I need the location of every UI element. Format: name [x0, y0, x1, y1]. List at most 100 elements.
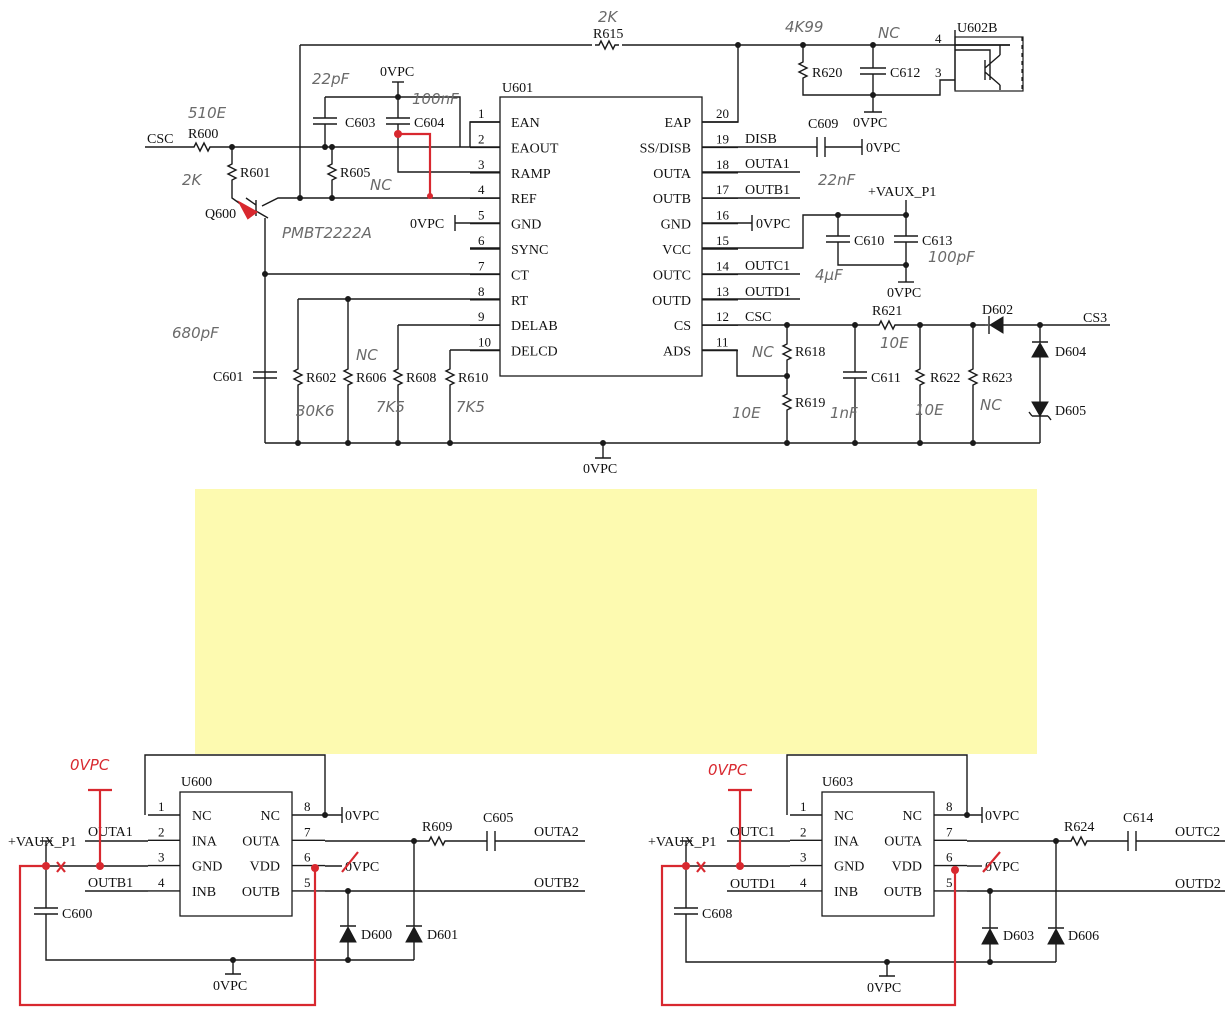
u601-pin-name-19: SS/DISB [640, 141, 691, 156]
u603-vaux: +VAUX_P1 [648, 835, 716, 850]
label-r605: R605 [340, 166, 370, 181]
u600-out-b: OUTB2 [534, 876, 579, 891]
label-r600: R600 [188, 127, 218, 142]
value-c611: 1nF [830, 404, 858, 422]
u603-pin-name-6: VDD [892, 860, 922, 875]
u601-pin-18: 18 [716, 157, 729, 172]
value-r600: 510E [188, 104, 227, 122]
label-ovpc-bottom: 0VPC [583, 462, 617, 477]
value-c610: 4µF [815, 266, 843, 284]
label-c609: C609 [808, 117, 838, 132]
label-c613: C613 [922, 234, 952, 249]
u601-pin-14: 14 [716, 258, 730, 273]
u600-r609: R609 [422, 820, 452, 835]
label-r622: R622 [930, 371, 960, 386]
label-r610: R610 [458, 371, 488, 386]
u600-pin-7: 7 [304, 824, 311, 839]
u600-ref: U600 [181, 775, 212, 790]
u601-pin-17: 17 [716, 182, 730, 197]
u601-pin-name-12: CS [674, 319, 691, 334]
u600-in-b: OUTB1 [88, 876, 133, 891]
u600-pin-name-7: OUTA [242, 834, 281, 849]
u603-out-b: OUTD2 [1175, 877, 1221, 892]
u603-pin-name-1: NC [834, 809, 853, 824]
u601-pin-7: 7 [478, 258, 485, 273]
u600-pin-name-1: NC [192, 809, 211, 824]
u601-pin-5: 5 [478, 208, 485, 223]
u603-c608: C608 [702, 907, 732, 922]
u603-pin-4: 4 [800, 875, 807, 890]
u600-pin-1: 1 [158, 799, 165, 814]
label-csc-in: CSC [147, 132, 173, 147]
u601-pin-name-20: EAP [665, 116, 692, 131]
u603-pin-3: 3 [800, 850, 807, 865]
u601-pin-name-10: DELCD [511, 345, 558, 360]
u601-pin-name-16: GND [661, 218, 691, 233]
u600-pin-2: 2 [158, 824, 165, 839]
label-ovpc-top: 0VPC [380, 65, 414, 80]
u601-pin-2: 2 [478, 131, 485, 146]
label-ovpc-16: 0VPC [756, 217, 790, 232]
value-r605: NC [370, 176, 392, 194]
u600-c605: C605 [483, 811, 513, 826]
label-c612: C612 [890, 66, 920, 81]
u601-pin-name-2: EAOUT [511, 141, 559, 156]
u601-pin-1: 1 [478, 106, 485, 121]
u601-pin-name-9: DELAB [511, 319, 558, 334]
value-c612: NC [878, 24, 900, 42]
u603-pin-5: 5 [946, 875, 953, 890]
u603-in-a: OUTC1 [730, 825, 775, 840]
u601-pin-name-17: OUTB [653, 192, 691, 207]
u601-pin-13: 13 [716, 284, 729, 299]
label-ovpc-c610: 0VPC [887, 286, 921, 301]
u601-pin-8: 8 [478, 284, 485, 299]
u600-c600: C600 [62, 907, 92, 922]
u603-pin-name-8: NC [903, 809, 922, 824]
u601-pin-15: 15 [716, 233, 729, 248]
u601-pin-name-18: OUTA [653, 167, 692, 182]
value-r615: 2K [598, 8, 619, 26]
u601-pin-11: 11 [716, 335, 729, 350]
label-c611: C611 [871, 371, 901, 386]
u600-pin-name-5: OUTB [242, 885, 280, 900]
label-r619: R619 [795, 396, 825, 411]
value-c613: 100pF [928, 248, 975, 266]
label-csc-cs: CSC [745, 310, 771, 325]
value-r618: NC [752, 343, 774, 361]
u603-ovpc-vdd: 0VPC [985, 860, 1019, 875]
u603-pin-name-2: INA [834, 834, 860, 849]
label-outd1: OUTD1 [745, 285, 791, 300]
u603-pin-7: 7 [946, 824, 953, 839]
u603-in-b: OUTD1 [730, 877, 776, 892]
u601-pin-name-13: OUTD [652, 294, 691, 309]
u600-pin-name-2: INA [192, 834, 218, 849]
u601-pin-16: 16 [716, 208, 730, 223]
u603-d603: D603 [1003, 929, 1034, 944]
u603-r624: R624 [1064, 820, 1094, 835]
u601-pin-name-15: VCC [662, 243, 691, 258]
label-r602: R602 [306, 371, 336, 386]
u601-ref: U601 [502, 81, 533, 96]
u600-pin-name-8: NC [261, 809, 280, 824]
label-vaux-top: +VAUX_P1 [868, 185, 936, 200]
label-r623: R623 [982, 371, 1012, 386]
u601-pin-name-7: CT [511, 268, 529, 283]
label-d605: D605 [1055, 404, 1086, 419]
value-r621: 10E [880, 334, 909, 352]
value-r622: 10E [915, 401, 944, 419]
u601-pin-name-3: RAMP [511, 167, 551, 182]
label-outc1: OUTC1 [745, 259, 790, 274]
label-r615: R615 [593, 27, 623, 42]
u600-ovpc-vdd: 0VPC [345, 860, 379, 875]
label-outa1: OUTA1 [745, 157, 790, 172]
label-c603: C603 [345, 116, 375, 131]
u600-out-a: OUTA2 [534, 825, 579, 840]
u600-pin-3: 3 [158, 850, 165, 865]
u601-pin-20: 20 [716, 106, 729, 121]
label-outb1: OUTB1 [745, 183, 790, 198]
label-u602b: U602B [957, 21, 997, 36]
label-c610: C610 [854, 234, 884, 249]
u600-pin-4: 4 [158, 875, 165, 890]
